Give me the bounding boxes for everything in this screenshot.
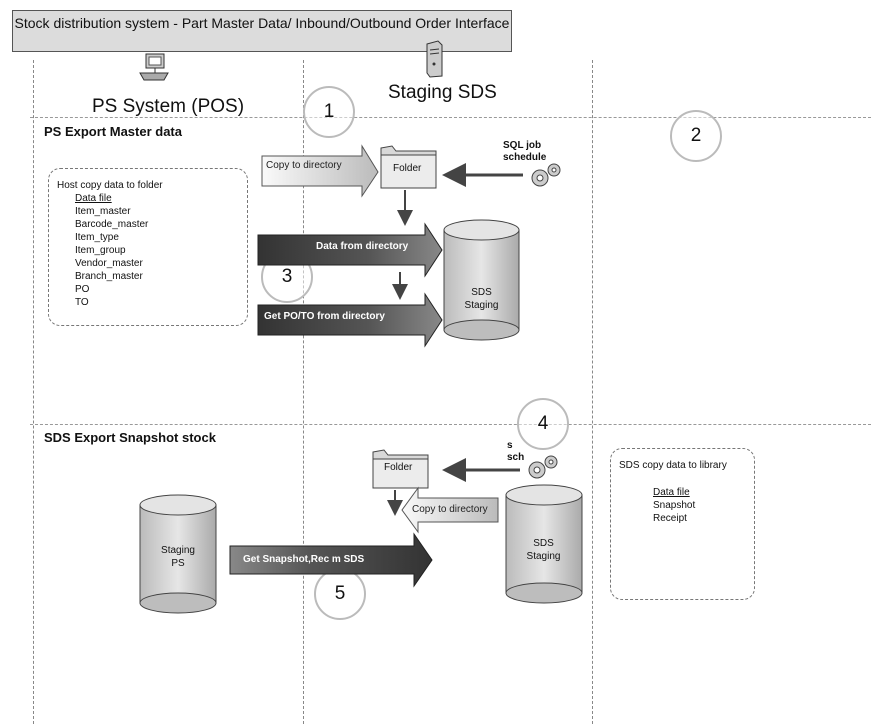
database-icon <box>444 220 519 340</box>
copy-to-directory-label-bottom: Copy to directory <box>412 504 488 515</box>
sds-staging-label-bottom: SDS Staging <box>521 537 566 563</box>
copy-to-directory-label-top: Copy to directory <box>266 160 342 171</box>
data-from-directory-label: Data from directory <box>316 241 408 252</box>
sql-job-label-bottom: s sch <box>507 440 527 464</box>
gears-icon <box>529 456 557 478</box>
gears-icon <box>532 164 560 186</box>
sds-staging-label-top: SDS Staging <box>459 286 504 312</box>
sql-job-label-top: SQL job schedule <box>503 140 553 164</box>
get-po-to-label: Get PO/TO from directory <box>264 311 385 322</box>
get-snapshot-label: Get Snapshot,Rec m SDS <box>243 554 364 565</box>
folder-label-top: Folder <box>393 163 421 174</box>
folder-label-bottom: Folder <box>384 462 412 473</box>
copy-to-directory-arrow-top <box>262 146 378 196</box>
staging-ps-label: Staging PS <box>158 544 198 570</box>
